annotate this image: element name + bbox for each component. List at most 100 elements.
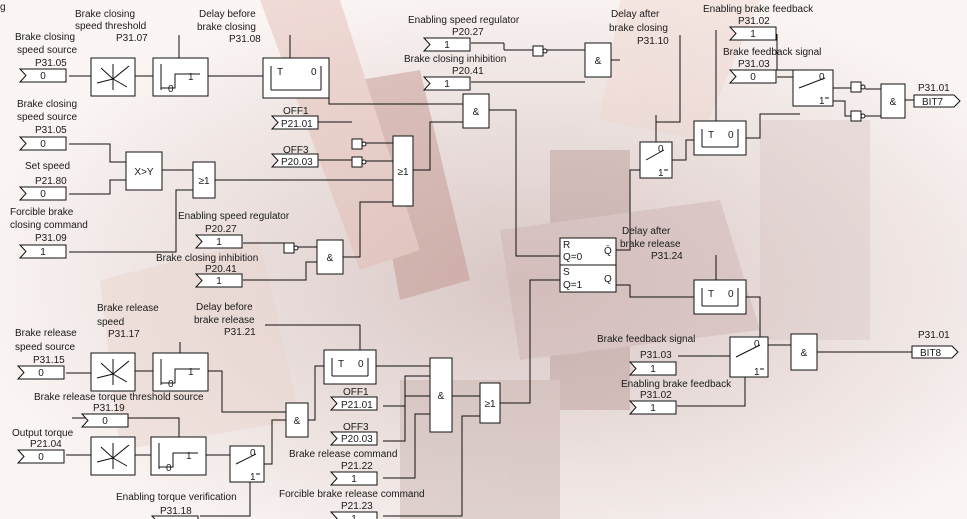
label-brake-closing-inhibition-b: Brake closing inhibition: [156, 253, 258, 264]
block-frame: [693, 279, 747, 315]
param-p2003-a: P20.03: [281, 157, 313, 168]
not-gate-e: [850, 81, 866, 93]
signal-wire-19: [69, 179, 126, 195]
and-block-release-b: &: [429, 357, 453, 433]
signal-wire-59: [383, 375, 430, 407]
label-delay-before-brake-release-2: brake release: [194, 315, 255, 326]
param-box-value: 0: [38, 452, 44, 463]
param-p2122: P21.22: [341, 461, 373, 472]
param-box-frame: [18, 68, 67, 83]
inverter-body: [351, 138, 363, 150]
inverter-bubble: [361, 141, 367, 147]
label-enabling-brake-feedback-a: Enabling brake feedback: [703, 4, 814, 15]
timer-glyph: [331, 358, 369, 377]
label-delay-after-brake-closing-2: brake closing: [609, 23, 668, 34]
param-p3118: P31.18: [160, 506, 192, 517]
switch-mark-0: 0: [754, 339, 760, 350]
compare-xy-block: X>Y: [125, 151, 163, 191]
signal-wire-60: [383, 395, 430, 442]
param-p3103-b: P31.03: [640, 350, 672, 361]
threshold-glyph: [160, 64, 200, 90]
label-brake-feedback-signal-a: Brake feedback signal: [723, 47, 821, 58]
gate-symbol: &: [327, 253, 334, 264]
signal-wire-27: [616, 169, 640, 251]
label-brake-closing-speed-source: Brake closing: [15, 32, 75, 43]
not-gate-a: [532, 45, 548, 57]
param-p3115: P31.15: [33, 355, 65, 366]
param-p3105-a: P31.05: [35, 58, 67, 69]
label-brake-closing-speed-source-b: Brake closing: [17, 99, 77, 110]
param-box-value: 0: [40, 71, 46, 82]
param-box-p2122: 1: [329, 471, 378, 486]
closing-speed-curve-block: [90, 57, 136, 97]
param-box-value: 1: [650, 403, 656, 414]
block-frame: [790, 333, 818, 371]
curve-glyph: [96, 359, 130, 385]
switch-mark-0: 0: [819, 72, 825, 83]
block-frame: [479, 382, 501, 424]
feedback-switch-b: 01: [729, 336, 769, 378]
torque-verification-switch: 01: [229, 445, 265, 483]
param-p3110: P31.10: [637, 36, 669, 47]
or-block-closing-b: ≥1: [392, 135, 414, 207]
block-frame: [462, 93, 490, 129]
label-brake-closing-speed-source-b-2: speed source: [17, 112, 77, 123]
param-box-value: 1: [444, 79, 450, 90]
param-p3109: P31.09: [35, 233, 67, 244]
threshold-low-mark: 0: [166, 463, 172, 474]
block-frame: [392, 135, 414, 207]
rs-q: Q: [604, 274, 612, 285]
gate-symbol: &: [801, 348, 808, 359]
param-box-frame: [18, 186, 67, 201]
signal-wire-56: [308, 365, 324, 421]
label-off1-a: OFF1: [283, 106, 309, 117]
timer-output: 0: [728, 130, 734, 141]
inverter-body: [283, 242, 295, 254]
torque-curve-block: [90, 436, 136, 476]
label-delay-after-brake-release: Delay after: [622, 226, 671, 237]
param-box-frame: [329, 396, 378, 411]
label-brake-closing-inhibition-a: Brake closing inhibition: [404, 54, 506, 65]
and-block-bit7: &: [880, 83, 906, 119]
timer-label: T: [708, 130, 714, 141]
feedback-switch-a: 01: [792, 69, 834, 107]
param-p3101-b: P31.01: [918, 330, 950, 341]
param-box-value: 1: [40, 247, 46, 258]
param-box-value: 1: [351, 514, 357, 519]
param-box-p3105-b: 0: [18, 136, 67, 151]
label-delay-before-brake-closing: Delay before: [199, 9, 256, 20]
label-brake-feedback-signal-b: Brake feedback signal: [597, 334, 695, 345]
block-frame: [693, 120, 747, 156]
block-frame: [729, 336, 769, 378]
inverter-body: [850, 81, 862, 93]
param-box-frame: [270, 115, 319, 130]
label-brake-release-speed-source: Brake release: [15, 328, 77, 339]
label-enabling-brake-feedback-b: Enabling brake feedback: [621, 379, 732, 390]
param-box-value: 1: [351, 474, 357, 485]
gate-symbol: ≥1: [397, 167, 408, 178]
signal-wire-25: [243, 261, 317, 281]
switch-mark-1: 1: [658, 168, 664, 179]
param-p2027-a: P20.27: [452, 27, 484, 38]
label-forcible-brake-closing: Forcible brake: [10, 207, 74, 218]
param-box-frame: [16, 449, 65, 464]
param-box-frame: [150, 515, 199, 519]
param-box-value: 1: [216, 237, 222, 248]
inverter-bubble: [542, 48, 548, 54]
label-set-speed: Set speed: [25, 161, 70, 172]
threshold-high-mark: 1: [188, 367, 194, 378]
signal-wire-12: [489, 109, 560, 257]
switch-mark-1: 1: [754, 367, 760, 378]
param-p2123: P21.23: [341, 501, 373, 512]
param-p3119: P31.19: [93, 403, 125, 414]
and-block-enable-a: &: [584, 42, 612, 78]
param-p3108: P31.08: [229, 34, 261, 45]
param-p3107: P31.07: [116, 33, 148, 44]
rs-s: S: [563, 267, 570, 278]
output-label: BIT8: [920, 348, 942, 359]
threshold-glyph: [160, 359, 200, 385]
signal-wire-54: [200, 482, 251, 517]
label-brake-closing-speed-threshold-2: speed threshold: [75, 21, 146, 32]
